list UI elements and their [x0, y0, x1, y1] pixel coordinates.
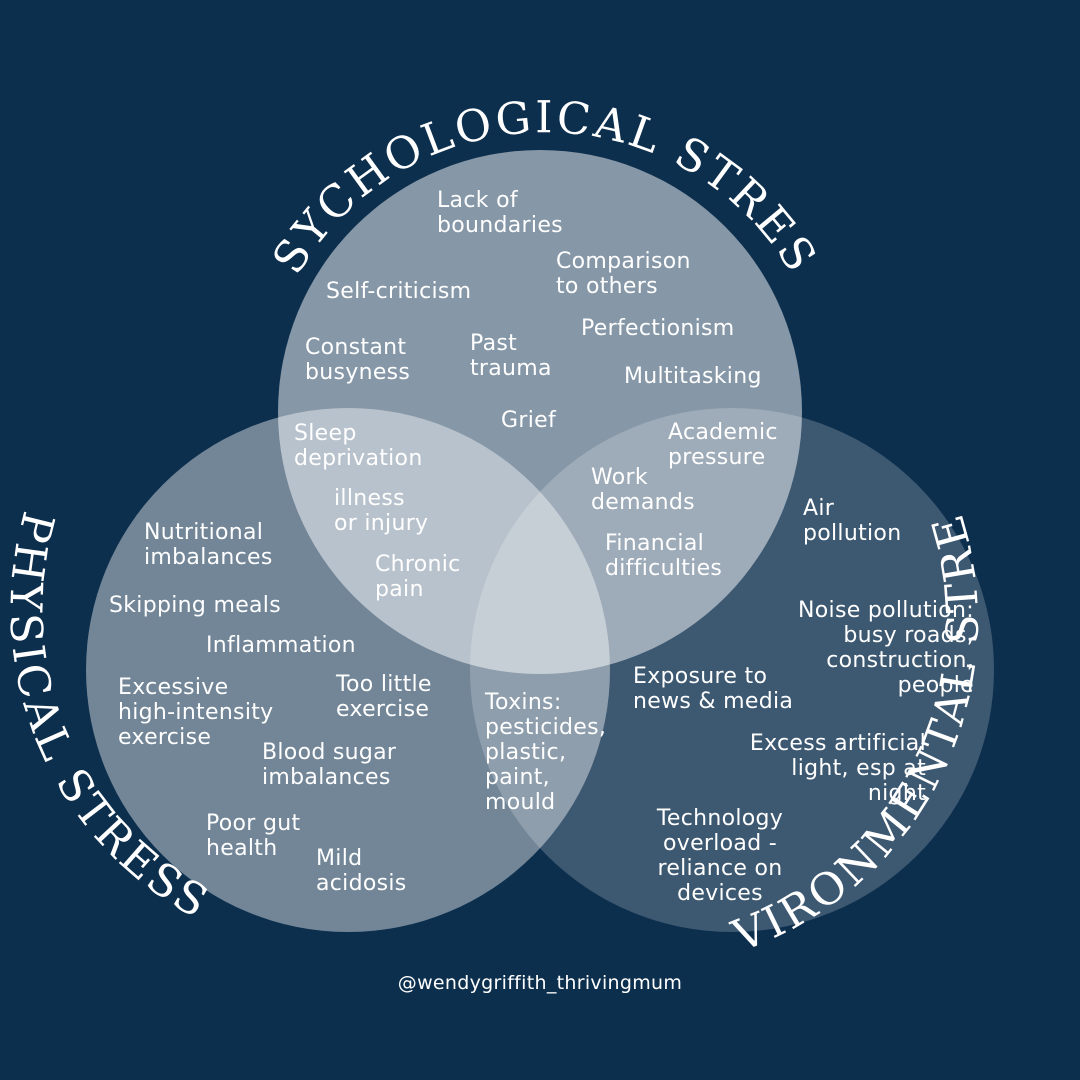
label-academic-pressure: Academic pressure [668, 420, 778, 470]
label-constant-busyness: Constant busyness [305, 335, 411, 385]
author-handle: @wendygriffith_thrivingmum [397, 972, 683, 994]
label-too-little-exercise: Too little exercise [336, 672, 432, 722]
label-multitasking: Multitasking [624, 364, 762, 389]
label-financial-difficulties: Financial difficulties [605, 531, 723, 581]
label-illness-or-injury: illness or injury [334, 486, 429, 536]
label-past-trauma: Past trauma [470, 331, 552, 381]
label-news-media: Exposure to news & media [633, 664, 794, 714]
label-sleep-deprivation: Sleep deprivation [294, 421, 423, 471]
label-artificial-light: Excess artificial light, esp at night [749, 731, 926, 806]
label-inflammation: Inflammation [206, 633, 356, 658]
label-grief: Grief [501, 408, 556, 433]
label-self-criticism: Self-criticism [326, 279, 472, 304]
label-toxins: Toxins: pesticides, plastic, paint, moul… [485, 690, 607, 815]
environmental-circle [470, 408, 994, 932]
label-perfectionism: Perfectionism [581, 316, 735, 341]
label-blood-sugar-imbalances: Blood sugar imbalances [262, 740, 397, 790]
label-air-pollution: Air pollution [803, 496, 902, 546]
psychological-circle [278, 150, 802, 674]
label-lack-of-boundaries: Lack of boundaries [437, 188, 563, 238]
label-chronic-pain: Chronic pain [375, 552, 461, 602]
label-excessive-exercise: Excessive high-intensity exercise [118, 675, 274, 750]
label-noise-pollution: Noise pollution: busy roads, constructio… [798, 598, 974, 698]
label-mild-acidosis: Mild acidosis [316, 846, 407, 896]
label-poor-gut-health: Poor gut health [206, 811, 301, 861]
label-skipping-meals: Skipping meals [109, 593, 281, 618]
label-nutritional-imbalances: Nutritional imbalances [144, 520, 273, 570]
label-technology-overload: Technology overload - reliance on device… [656, 806, 784, 906]
label-comparison-to-others: Comparison to others [556, 249, 691, 299]
label-work-demands: Work demands [591, 465, 695, 515]
physical-circle [86, 408, 610, 932]
